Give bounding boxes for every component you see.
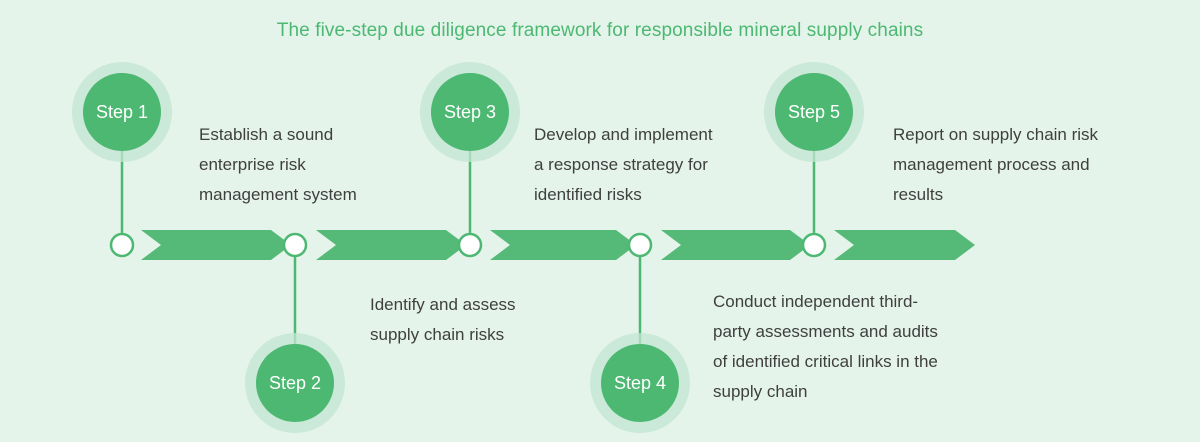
timeline-node-4[interactable] xyxy=(627,232,653,258)
step-description-5: Report on supply chain risk management p… xyxy=(893,120,1158,210)
step-circle-5[interactable]: Step 5 xyxy=(764,62,864,162)
step-description-5-line-3: results xyxy=(893,185,944,204)
step-circle-4[interactable]: Step 4 xyxy=(590,333,690,433)
timeline-node-1[interactable] xyxy=(109,232,135,258)
step-description-3-line-2: a response strategy for xyxy=(534,155,708,174)
chevron-band xyxy=(141,230,975,260)
step-label-5: Step 5 xyxy=(787,102,841,122)
step-description-4-line-4: supply chain xyxy=(713,382,808,401)
timeline-node-5[interactable] xyxy=(801,232,827,258)
step-description-4-line-3: of identified critical links in the xyxy=(713,352,938,371)
step-description-3: Develop and implement a response strateg… xyxy=(534,120,764,210)
step-description-4: Conduct independent third- party assessm… xyxy=(713,287,1003,407)
page-title: The five-step due diligence framework fo… xyxy=(276,20,924,41)
step-label-3: Step 3 xyxy=(443,102,497,122)
chevron-segment-2 xyxy=(316,230,466,260)
step-description-4-line-2: party assessments and audits xyxy=(713,322,938,341)
step-description-5-line-1: Report on supply chain risk xyxy=(893,125,1099,144)
step-circle-2[interactable]: Step 2 xyxy=(245,333,345,433)
step-description-1-line-3: management system xyxy=(199,185,357,204)
step-disc-3: Step 3 xyxy=(431,73,509,151)
step-description-5-line-2: management process and xyxy=(893,155,1090,174)
step-label-4: Step 4 xyxy=(613,373,667,393)
step-disc-1: Step 1 xyxy=(83,73,161,151)
step-description-1: Establish a sound enterprise risk manage… xyxy=(199,120,414,210)
chevron-segment-4 xyxy=(661,230,810,260)
step-description-1-line-1: Establish a sound xyxy=(199,125,334,144)
step-description-2-line-2: supply chain risks xyxy=(370,325,505,344)
step-disc-5: Step 5 xyxy=(775,73,853,151)
timeline-node-2[interactable] xyxy=(282,232,308,258)
step-description-1-line-2: enterprise risk xyxy=(199,155,306,174)
step-description-3-line-1: Develop and implement xyxy=(534,125,713,144)
step-disc-2: Step 2 xyxy=(256,344,334,422)
timeline-node-3[interactable] xyxy=(457,232,483,258)
step-circle-1[interactable]: Step 1 xyxy=(72,62,172,162)
step-description-3-line-3: identified risks xyxy=(534,185,642,204)
chevron-segment-1 xyxy=(141,230,291,260)
step-description-2-line-1: Identify and assess xyxy=(370,295,516,314)
step-description-2: Identify and assess supply chain risks xyxy=(370,290,585,350)
chevron-segment-3 xyxy=(490,230,636,260)
step-label-1: Step 1 xyxy=(95,102,149,122)
timeline-nodes xyxy=(109,232,827,258)
step-label-2: Step 2 xyxy=(268,373,322,393)
step-description-4-line-1: Conduct independent third- xyxy=(713,292,919,311)
step-circle-3[interactable]: Step 3 xyxy=(420,62,520,162)
chevron-segment-5 xyxy=(834,230,975,260)
step-disc-4: Step 4 xyxy=(601,344,679,422)
